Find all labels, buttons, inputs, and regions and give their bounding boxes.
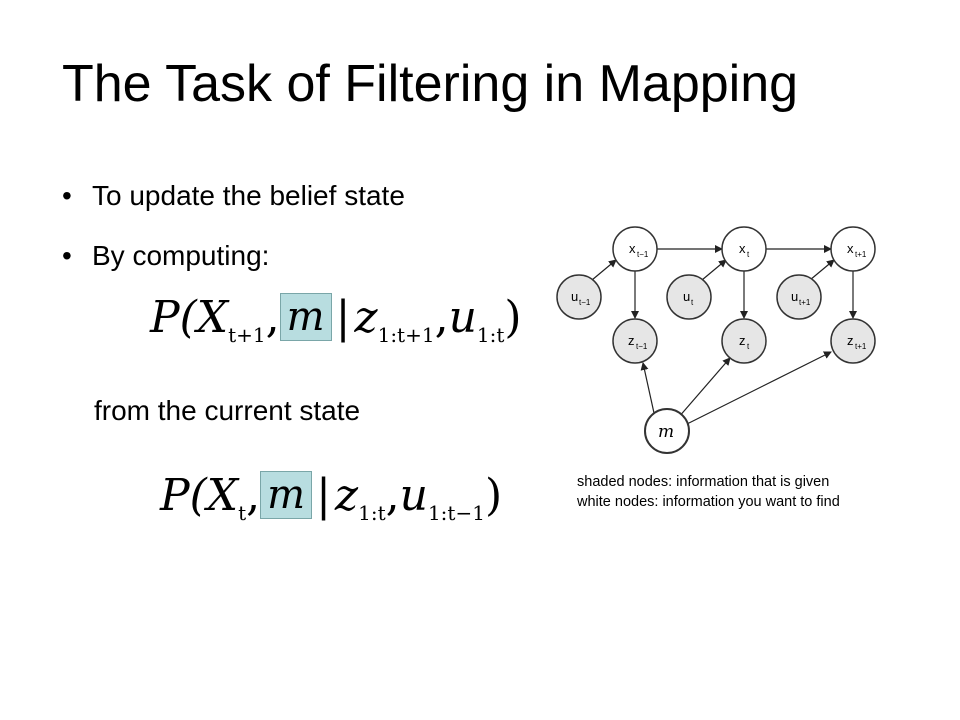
node-x-next: x t+1 xyxy=(830,226,876,272)
eq-x: X xyxy=(196,292,229,343)
bullet-item: • To update the belief state xyxy=(62,180,405,240)
diagram-legend: shaded nodes: information that is given … xyxy=(577,472,840,512)
eq-z: z xyxy=(334,470,359,521)
node-sub: t−1 xyxy=(637,250,649,259)
slide-title: The Task of Filtering in Mapping xyxy=(62,55,799,113)
node-u-cur: u t xyxy=(666,274,712,320)
eq-close: ) xyxy=(484,470,503,521)
bayes-network-diagram: x t−1 x t x t+1 u t−1 u t u t+1 z t−1 z … xyxy=(556,226,876,454)
node-z-cur: z t xyxy=(721,318,767,364)
bullet-list: • To update the belief state • By computin… xyxy=(62,180,405,300)
eq-p: P( xyxy=(150,292,197,343)
edge-u-next-x-next xyxy=(809,259,835,281)
node-x-prev: x t−1 xyxy=(612,226,658,272)
bullet-dot: • xyxy=(62,240,72,271)
eq-comma: , xyxy=(434,292,449,343)
edge-u-prev-x-prev xyxy=(591,259,617,281)
edge-m-z-prev xyxy=(640,362,655,414)
legend-white: white nodes: information you want to fin… xyxy=(577,494,840,510)
eq-bar: | xyxy=(335,292,351,343)
node-label: x xyxy=(847,241,854,256)
eq-p: P( xyxy=(160,470,207,521)
edge-u-cur-x-cur xyxy=(701,259,727,281)
node-label: m xyxy=(658,422,674,442)
node-sub: t+1 xyxy=(855,250,867,259)
edges xyxy=(591,245,857,426)
node-sub: t xyxy=(747,342,750,351)
node-label: z xyxy=(739,333,746,348)
node-label: u xyxy=(791,289,798,304)
bullet-text: To update the belief state xyxy=(92,180,405,211)
eq-x: X xyxy=(206,470,239,521)
node-u-next: u t+1 xyxy=(776,274,822,320)
node-sub: t+1 xyxy=(855,342,867,351)
node-m: m xyxy=(644,408,690,454)
bullet-item: • By computing: xyxy=(62,240,405,300)
eq-z: z xyxy=(354,292,378,343)
node-sub: t−1 xyxy=(636,342,648,351)
node-label: u xyxy=(683,289,690,304)
bullet-dot: • xyxy=(62,180,72,211)
equation-next-belief: P(Xt+1,m|z1:t+1,u1:t) xyxy=(150,292,522,347)
equation-current-belief: P(Xt,m|z1:t,u1:t−1) xyxy=(160,470,502,525)
node-sub: t−1 xyxy=(579,298,591,307)
eq-u: u xyxy=(448,292,477,343)
eq-z-sub: 1:t+1 xyxy=(377,323,435,347)
eq-comma: , xyxy=(246,470,261,521)
node-sub: t+1 xyxy=(799,298,811,307)
eq-u-sub: 1:t xyxy=(476,323,505,347)
eq-comma: , xyxy=(385,470,400,521)
edge-m-z-next xyxy=(684,351,832,426)
subtext: from the current state xyxy=(94,395,361,426)
eq-u: u xyxy=(399,470,428,521)
node-label: z xyxy=(847,333,854,348)
node-label: x xyxy=(739,241,746,256)
eq-comma: , xyxy=(265,292,280,343)
node-x-cur: x t xyxy=(721,226,767,272)
bullet-text: By computing: xyxy=(92,240,270,271)
eq-x-sub: t xyxy=(238,501,247,525)
eq-u-sub: 1:t−1 xyxy=(427,501,485,525)
eq-m-highlight: m xyxy=(260,471,313,519)
edge-m-z-cur xyxy=(677,357,731,419)
node-sub: t xyxy=(747,250,750,259)
eq-x-sub: t+1 xyxy=(228,323,266,347)
eq-m-highlight: m xyxy=(279,293,332,341)
node-label: u xyxy=(571,289,578,304)
node-u-prev: u t−1 xyxy=(556,274,602,320)
node-z-next: z t+1 xyxy=(830,318,876,364)
eq-close: ) xyxy=(504,292,522,343)
node-sub: t xyxy=(691,298,694,307)
node-label: z xyxy=(628,333,635,348)
node-label: x xyxy=(629,241,636,256)
eq-bar: | xyxy=(316,470,331,521)
legend-shaded: shaded nodes: information that is given xyxy=(577,474,830,490)
node-z-prev: z t−1 xyxy=(612,318,658,364)
eq-z-sub: 1:t xyxy=(358,501,386,525)
